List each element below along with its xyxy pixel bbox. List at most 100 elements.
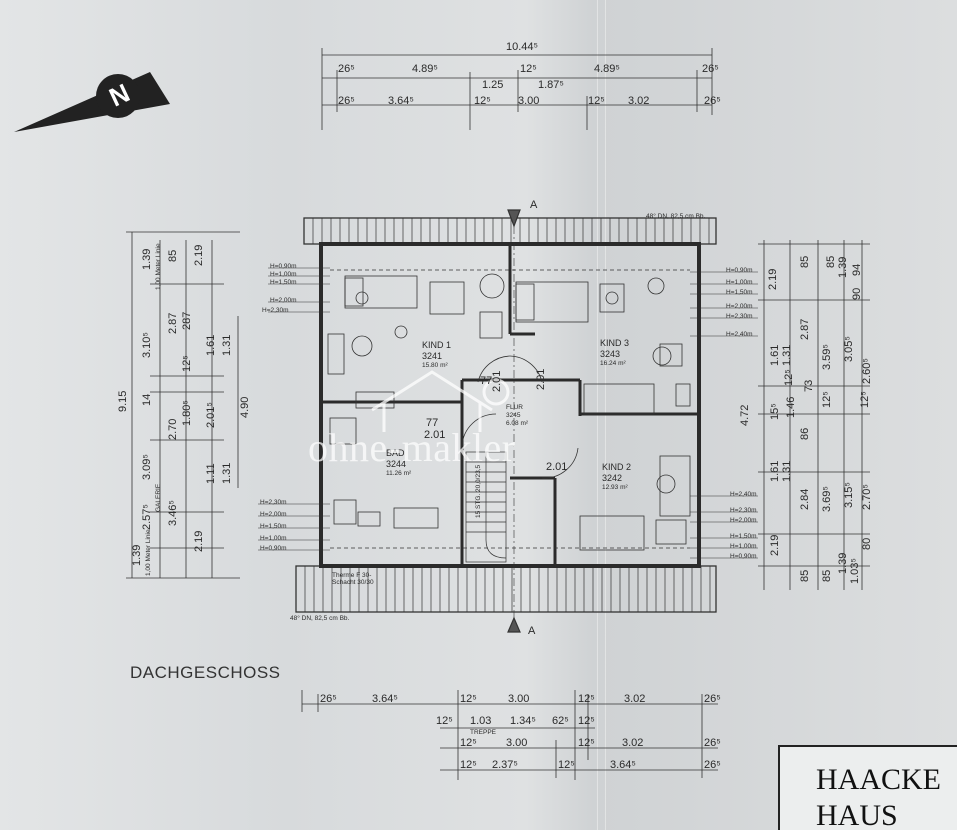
dim-label: 4.89⁵	[412, 63, 438, 75]
dim-label: 3.02	[628, 95, 650, 107]
height-label: H=2,40m	[730, 491, 757, 498]
height-label: H=0,90m	[270, 263, 297, 270]
door-dim: 2.01	[491, 370, 503, 392]
dim-label: 2.57⁵	[141, 504, 153, 530]
dim-label: 14	[141, 393, 153, 406]
dim-label: 3.10⁵	[141, 332, 153, 358]
dim-overall: 10.44⁵	[506, 41, 539, 53]
dim-label: 12⁵	[460, 759, 477, 771]
door-dim: 2.01	[535, 368, 547, 390]
dim-note: 1,00 Meter Linie	[145, 529, 152, 576]
dim-label: 12⁵	[520, 63, 537, 75]
height-label: H=1,50m	[730, 533, 757, 540]
dim-label: 85	[799, 569, 811, 582]
dim-label: 1.31	[221, 334, 233, 356]
door-dim: 2.01	[424, 429, 446, 441]
dim-label: 2.87	[167, 312, 179, 334]
dim-label: 26⁵	[338, 63, 355, 75]
dim-label: 2.84	[799, 488, 811, 510]
dim-label: 1.03	[470, 715, 492, 727]
dim-label: 73	[803, 379, 815, 392]
dim-label: 12⁵	[460, 737, 477, 749]
dim-label: 12⁵	[578, 693, 595, 705]
dim-label: 80	[861, 537, 873, 550]
dim-label: 15⁵	[769, 403, 781, 420]
furniture	[327, 273, 691, 551]
height-label: H=0,90m	[730, 553, 757, 560]
dim-label: 12⁵	[578, 737, 595, 749]
height-label: H=1,00m	[730, 543, 757, 550]
dim-label: 3.64⁵	[388, 95, 414, 107]
dim-label: 2.37⁵	[492, 759, 518, 771]
dim-label: 3.00	[506, 737, 528, 749]
dim-label: 3.02	[624, 693, 646, 705]
dim-label: 12⁵	[181, 355, 193, 372]
dim-label: 94	[851, 263, 863, 276]
top-dimension-lines	[321, 48, 713, 130]
dim-label: 85	[167, 249, 179, 262]
dim-label: 26⁵	[704, 759, 721, 771]
dim-label: 26⁵	[704, 693, 721, 705]
dim-label: 1.61	[769, 460, 781, 482]
stair-steps: 15 STG. 20,0/23,5	[475, 464, 482, 518]
height-label: H=2,30m	[730, 507, 757, 514]
compass-icon	[14, 72, 170, 132]
dim-label: 4.72	[739, 404, 751, 426]
dim-label: 1.61	[205, 334, 217, 356]
height-label: H=2,30m	[262, 307, 289, 314]
dim-label: 2.60⁵	[861, 358, 873, 384]
dim-note: 1,00 Meter Linie	[155, 243, 162, 290]
dim-label: 2.70⁵	[861, 484, 873, 510]
title-block: HAACKE HAUS	[778, 745, 957, 830]
watermark-text: ohne-makler	[308, 425, 516, 470]
height-label: H=1,00m	[270, 271, 297, 278]
section-line	[507, 209, 521, 633]
dim-label: 1.61	[769, 344, 781, 366]
height-label: H=2,00m	[270, 297, 297, 304]
height-label: H=2,30m	[726, 313, 753, 320]
dim-label: 12⁵	[578, 715, 595, 727]
height-label: H=1,50m	[260, 523, 287, 530]
dim-label: 12⁵	[474, 95, 491, 107]
dim-label: 2.19	[193, 530, 205, 552]
dim-label: 26⁵	[338, 95, 355, 107]
dim-label: 1.80⁵	[181, 400, 193, 426]
dim-label: 3.02	[622, 737, 644, 749]
dim-label: 287	[181, 311, 193, 330]
dim-label: 2.01⁵	[205, 402, 217, 428]
dim-label: 1.31	[221, 462, 233, 484]
treppe-label: TREPPE	[470, 729, 497, 736]
dim-label: 3.59⁵	[821, 344, 833, 370]
dim-label: 2.19	[193, 244, 205, 266]
dim-label: 12⁵	[460, 693, 477, 705]
left-dimension-lines	[126, 231, 240, 579]
dim-label: 1.39	[837, 256, 849, 278]
right-dimension-lines	[758, 240, 870, 590]
dim-label: 12⁵	[821, 391, 833, 408]
height-label: H=0,90m	[260, 545, 287, 552]
flue-note: Therme F 30- Schacht 30/30	[332, 572, 374, 587]
company-name-line1: HAACKE	[816, 763, 941, 796]
section-marker-bottom: A	[528, 625, 536, 637]
door-dim: 77	[480, 375, 493, 387]
bottom-dimension-lines	[301, 690, 718, 780]
dim-label: 85	[821, 569, 833, 582]
height-leaders	[258, 267, 758, 559]
dim-label: 85	[825, 255, 837, 268]
height-label: H=2,40m	[726, 331, 753, 338]
height-label: H=2,00m	[260, 511, 287, 518]
dim-label: 1.39	[837, 552, 849, 574]
height-label: H=2,30m	[260, 499, 287, 506]
dim-note: GALERIE	[155, 483, 162, 512]
roof-note-bottom: 48° DN, 82,5 cm Bb.	[290, 615, 350, 622]
roof-note-top: 48° DN, 82,5 cm Bb.	[646, 213, 706, 220]
dim-label: 1.31	[781, 344, 793, 366]
dim-label: 26⁵	[702, 63, 719, 75]
dim-label: 3.69⁵	[821, 486, 833, 512]
dim-label: 12⁵	[436, 715, 453, 727]
dim-label: 26⁵	[704, 95, 721, 107]
